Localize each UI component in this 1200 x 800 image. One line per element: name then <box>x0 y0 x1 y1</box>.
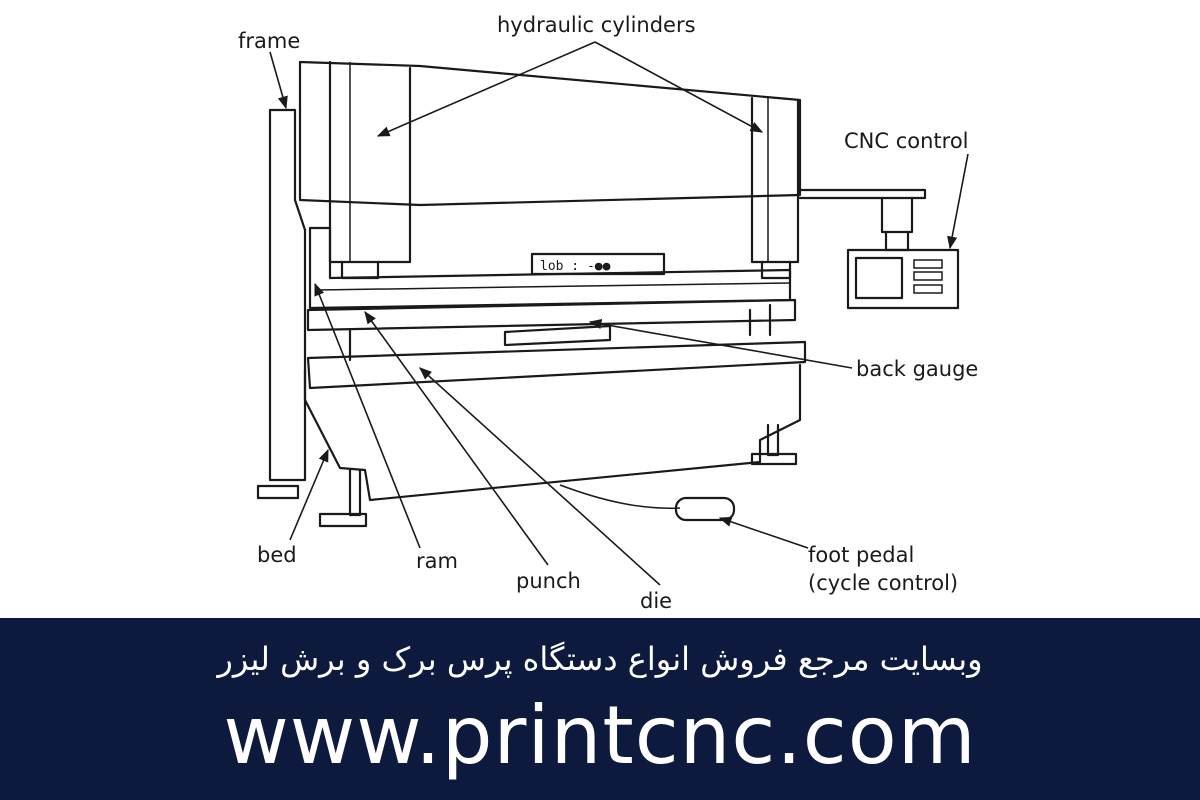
label-punch: punch <box>516 569 581 593</box>
label-pointers <box>269 41 969 586</box>
banner-website: www.printcnc.com <box>223 689 977 782</box>
label-bed: bed <box>257 543 297 567</box>
label-cnc-control: CNC control <box>844 129 969 153</box>
label-back-gauge: back gauge <box>856 357 978 381</box>
label-cycle-control: (cycle control) <box>808 571 958 595</box>
footer-banner: وبسایت مرجع فروش انواع دستگاه پرس برک و … <box>0 618 1200 800</box>
label-foot-pedal: foot pedal <box>808 543 914 567</box>
banner-persian-text: وبسایت مرجع فروش انواع دستگاه پرس برک و … <box>217 640 983 678</box>
machine-drawing <box>256 60 960 528</box>
label-hydraulic-cylinders: hydraulic cylinders <box>497 13 696 37</box>
control-panel-text: lob : -●● <box>540 259 611 274</box>
press-brake-illustration: frame hydraulic cylinders CNC control ba… <box>238 13 978 613</box>
label-ram: ram <box>416 549 458 573</box>
press-brake-diagram: frame hydraulic cylinders CNC control ba… <box>238 13 979 613</box>
label-frame: frame <box>238 29 300 53</box>
label-die: die <box>640 589 672 613</box>
